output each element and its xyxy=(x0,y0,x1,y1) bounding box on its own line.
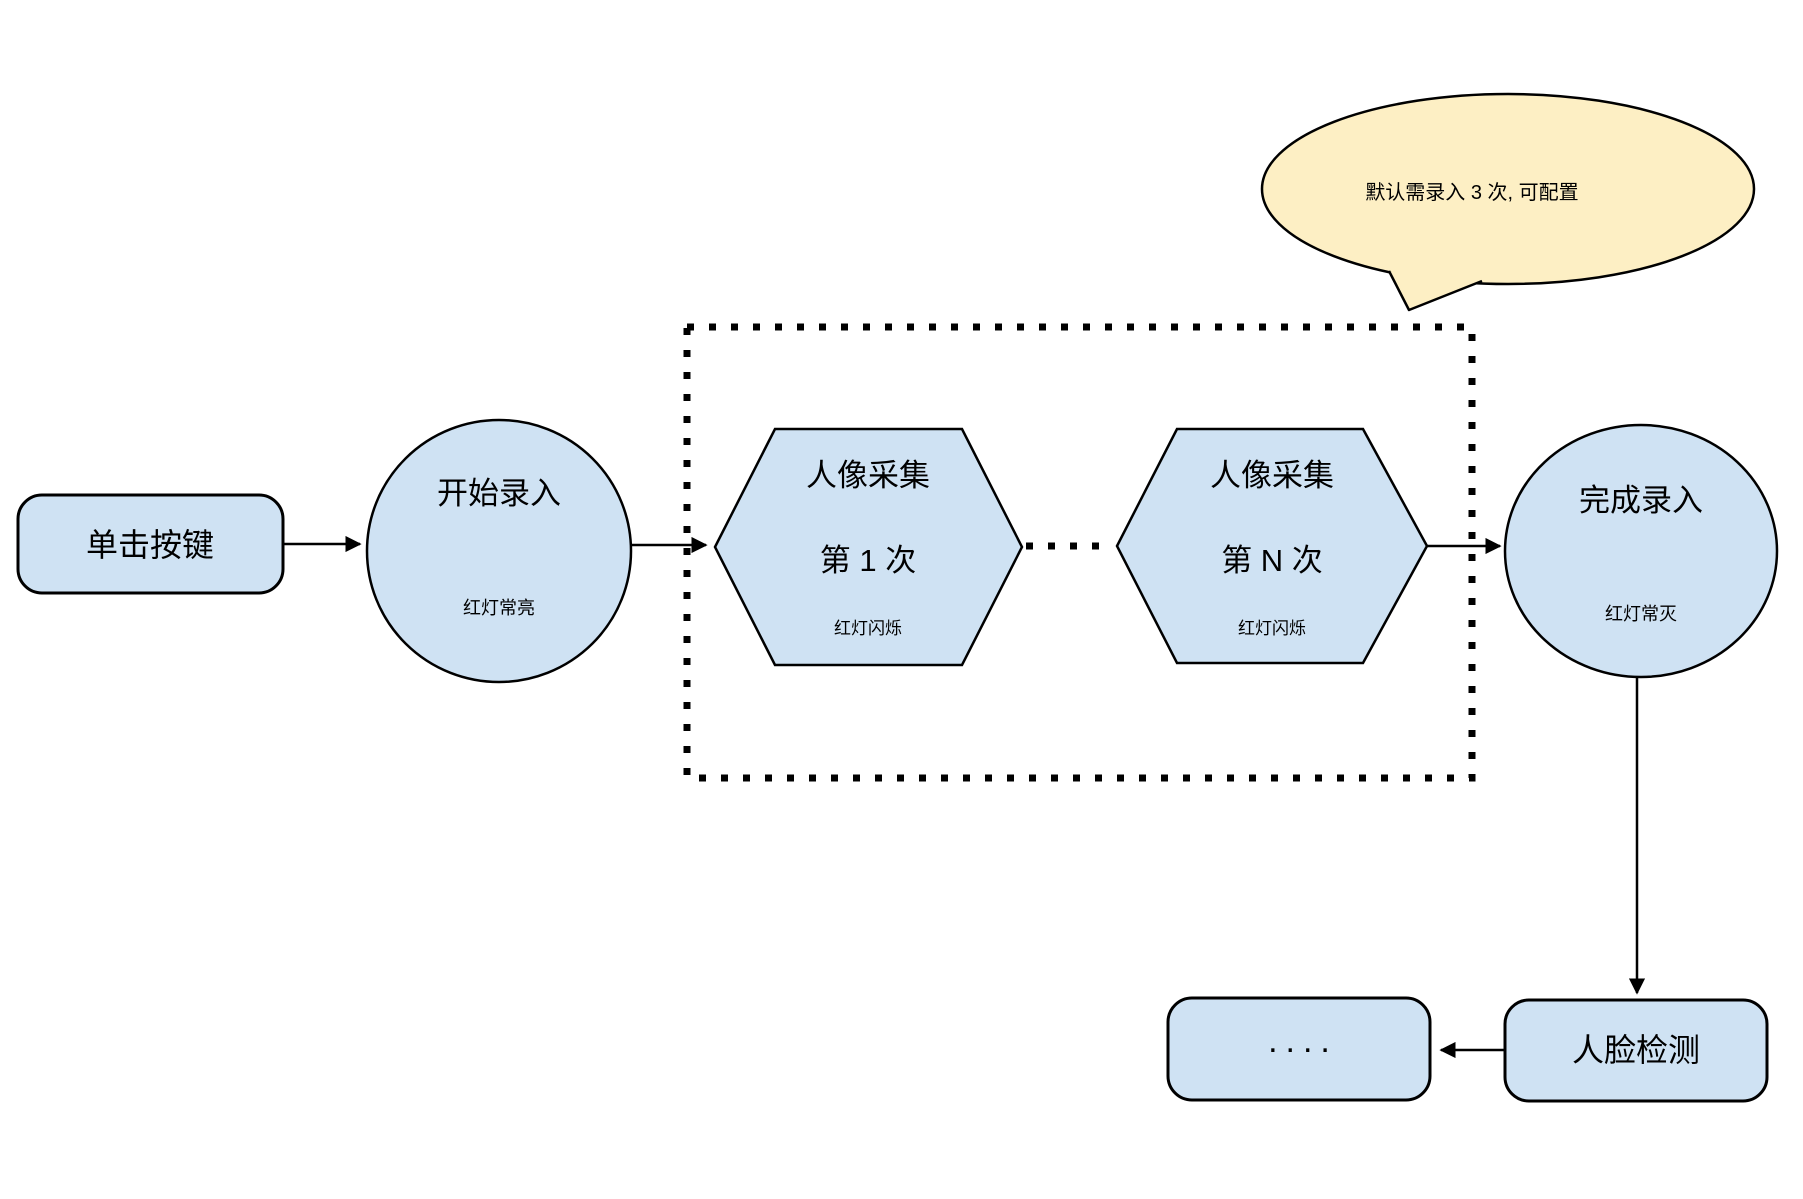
node-start-record-label: 开始录入 xyxy=(437,476,561,511)
node-face-detect: 人脸检测 xyxy=(1503,998,1769,1103)
comment-bubble: 默认需录入 3 次, 可配置 xyxy=(1260,92,1756,312)
comment-bubble-body xyxy=(1260,92,1756,286)
node-capture-first-shape xyxy=(713,427,1024,667)
node-capture-first-sublabel: 红灯闪烁 xyxy=(834,619,902,638)
node-finish-record-label: 完成录入 xyxy=(1579,483,1703,518)
node-more-steps-label: .... xyxy=(1268,1022,1338,1060)
node-capture-first: 人像采集 第 1 次 红灯闪烁 xyxy=(713,427,1024,667)
node-start-record-shape xyxy=(365,418,633,684)
node-capture-first-count: 第 1 次 xyxy=(820,543,916,578)
node-capture-nth-count: 第 N 次 xyxy=(1221,543,1323,578)
node-click-button-shape xyxy=(16,493,285,595)
node-face-detect-label: 人脸检测 xyxy=(1572,1032,1700,1068)
node-face-detect-shape xyxy=(1503,998,1769,1103)
node-capture-nth-label: 人像采集 xyxy=(1210,458,1334,493)
node-click-button-label: 单击按键 xyxy=(86,527,214,563)
node-more-steps: .... xyxy=(1166,996,1432,1102)
node-start-record-sublabel: 红灯常亮 xyxy=(463,598,535,618)
node-start-record: 开始录入 红灯常亮 xyxy=(365,418,633,684)
node-finish-record-sublabel: 红灯常灭 xyxy=(1605,604,1677,624)
node-finish-record: 完成录入 红灯常灭 xyxy=(1503,423,1779,679)
node-capture-nth-shape xyxy=(1115,427,1429,665)
comment-bubble-tail xyxy=(1387,270,1483,312)
repeat-group-dotted-border xyxy=(683,323,1476,782)
node-click-button: 单击按键 xyxy=(16,493,285,595)
node-finish-record-shape xyxy=(1503,423,1779,679)
node-capture-nth: 人像采集 第 N 次 红灯闪烁 xyxy=(1115,427,1429,665)
node-capture-first-label: 人像采集 xyxy=(806,458,930,493)
node-more-steps-shape xyxy=(1166,996,1432,1102)
node-capture-nth-sublabel: 红灯闪烁 xyxy=(1238,619,1306,638)
comment-bubble-text: 默认需录入 3 次, 可配置 xyxy=(1365,181,1578,204)
